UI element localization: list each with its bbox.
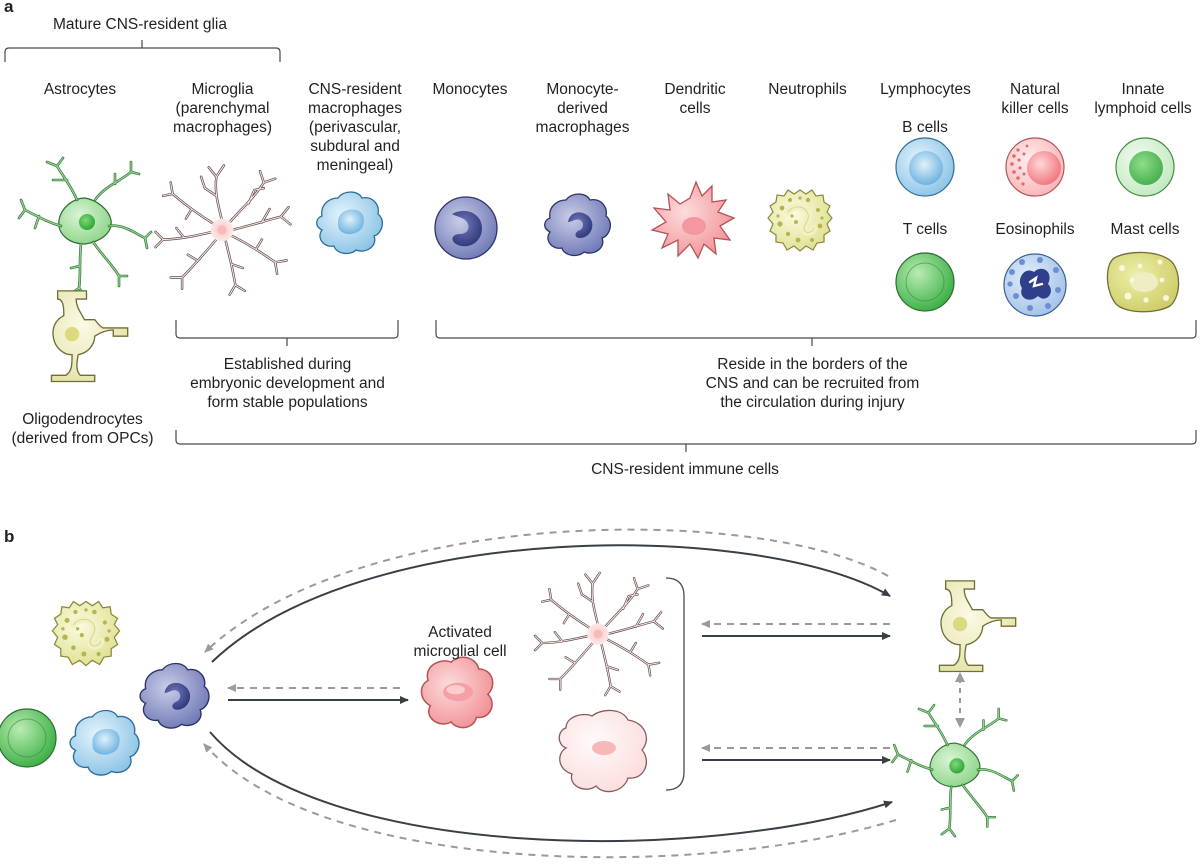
ilc-cell [1115, 137, 1175, 197]
label-eosinophils: Eosinophils [995, 221, 1075, 238]
bracket-lines [175, 320, 1197, 452]
activated-microglia-cell [420, 656, 494, 729]
label-neutrophils: Neutrophils [768, 81, 847, 98]
bracket-microglia-states [665, 577, 685, 791]
label-astrocytes: Astrocytes [43, 81, 117, 98]
astrocyte-cell [17, 156, 153, 298]
label-monocytes: Monocytes [432, 81, 508, 98]
label-oligodendrocytes: Oligodendrocytes(derived from OPCs) [11, 411, 154, 447]
glia-header: Mature CNS-resident glia [52, 16, 227, 33]
panel-b-letter: b [4, 527, 15, 546]
label-immune: CNS-resident immune cells [591, 461, 779, 478]
b-monocyte-macrophage-cell [139, 662, 210, 729]
t-cell [895, 252, 955, 312]
b-neutrophil-cell [52, 602, 119, 666]
microglia-cell [154, 164, 292, 296]
label-t-cells: T cells [902, 221, 948, 238]
nk-cell [1005, 137, 1065, 197]
mast-cell [1106, 251, 1180, 313]
b-amoeboid-microglia-cell [558, 709, 647, 793]
label-lymphocytes: Lymphocytes [880, 81, 971, 98]
b-t-cell [0, 708, 57, 768]
cns-macrophage-cell [316, 191, 384, 255]
oligodendrocyte-cell [50, 290, 129, 383]
b-cns-macrophage-cell [69, 709, 140, 776]
monocyte-cell [434, 196, 498, 260]
label-mast: Mast cells [1110, 221, 1180, 238]
arrow-solid-top [211, 544, 891, 663]
eosinophil-cell [1003, 253, 1067, 317]
b-oligodendrocyte-cell [938, 580, 1017, 673]
panel-a-letter: a [4, 0, 14, 16]
glia-bracket [4, 47, 281, 62]
arrow-dashed-bottom [203, 743, 897, 859]
neutrophil-cell [768, 190, 832, 251]
label-b-cells: B cells [902, 119, 948, 136]
b-cell [895, 137, 955, 197]
dendritic-cell [650, 180, 736, 260]
monocyte-derived-macrophage-cell [544, 193, 612, 257]
b-astrocyte-cell [891, 703, 1019, 838]
b-ramified-microglia-cell [533, 571, 664, 697]
arrow-solid-bottom [209, 731, 893, 842]
